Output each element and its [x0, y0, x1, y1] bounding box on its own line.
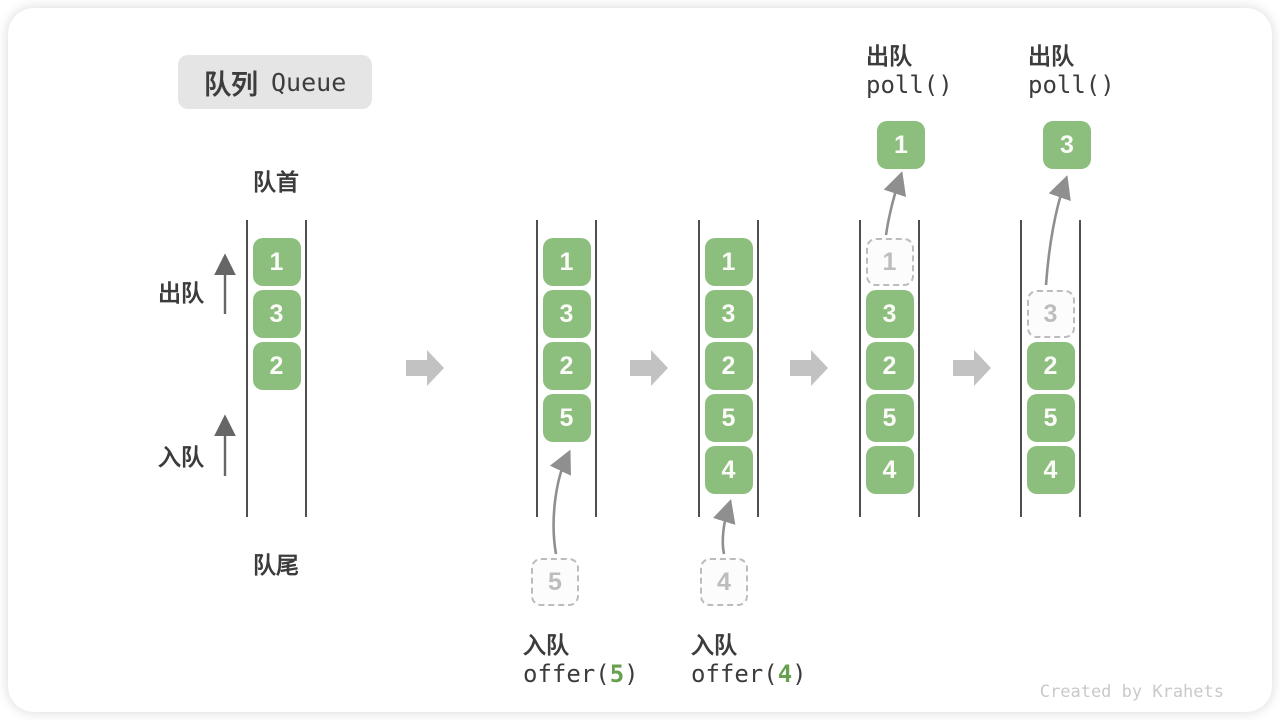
removed-element-placeholder: 3	[1026, 290, 1075, 338]
next-state-arrow-icon	[953, 350, 991, 386]
enqueue4-pending-box: 4	[700, 558, 748, 606]
queue-element: 4	[704, 446, 753, 494]
queue-element: 2	[252, 342, 301, 390]
enqueue5-code-arg: 5	[609, 660, 625, 688]
dequeue-side-label: 出队	[158, 280, 204, 306]
queue-element: 5	[704, 394, 753, 442]
arrows-overlay	[214, 171, 1071, 555]
queue-element: 5	[542, 394, 591, 442]
poll2-label: 出队	[1028, 43, 1074, 69]
queue-element: 3	[704, 290, 753, 338]
queue-element: 1	[252, 238, 301, 286]
queue-element: 3	[542, 290, 591, 338]
next-state-arrow-icon	[630, 350, 668, 386]
poll1-code: poll()	[866, 71, 953, 99]
enqueue4-code: offer(4)	[691, 660, 807, 688]
enqueue5-code-pre: offer(	[523, 660, 610, 688]
queue-element: 3	[252, 290, 301, 338]
enqueue5-pending-box: 5	[531, 558, 579, 606]
enqueue4-code-pre: offer(	[691, 660, 778, 688]
queue-element: 1	[542, 238, 591, 286]
queue-element: 2	[1026, 342, 1075, 390]
queue-element: 3	[865, 290, 914, 338]
enqueue-side-label: 入队	[158, 444, 204, 470]
poll1-result-box: 1	[877, 121, 925, 169]
enqueue4-code-post: )	[792, 660, 807, 688]
title-en: Queue	[271, 67, 347, 97]
enqueue5-label: 入队	[523, 632, 569, 658]
title-badge: 队列 Queue	[178, 55, 373, 109]
poll2-code: poll()	[1028, 71, 1115, 99]
queue-element: 2	[542, 342, 591, 390]
watermark: Created by Krahets	[1039, 682, 1224, 702]
queue-element: 5	[1026, 394, 1075, 442]
queue-element: 5	[865, 394, 914, 442]
queue-element: 4	[865, 446, 914, 494]
enqueue5-code: offer(5)	[523, 660, 639, 688]
next-state-arrow-icon	[406, 350, 444, 386]
enqueue5-code-post: )	[624, 660, 639, 688]
queue-rear-label: 队尾	[253, 552, 299, 578]
poll2-result-box: 3	[1043, 121, 1091, 169]
removed-element-placeholder: 1	[865, 238, 914, 286]
next-state-arrow-icon	[790, 350, 828, 386]
enqueue4-label: 入队	[691, 632, 737, 658]
queue-element: 2	[704, 342, 753, 390]
poll1-label: 出队	[866, 43, 912, 69]
title-zh: 队列	[204, 69, 258, 100]
queue-element: 1	[704, 238, 753, 286]
queue-front-label: 队首	[253, 169, 299, 195]
queue-element: 4	[1026, 446, 1075, 494]
queue-element: 2	[865, 342, 914, 390]
enqueue4-code-arg: 4	[777, 660, 793, 688]
